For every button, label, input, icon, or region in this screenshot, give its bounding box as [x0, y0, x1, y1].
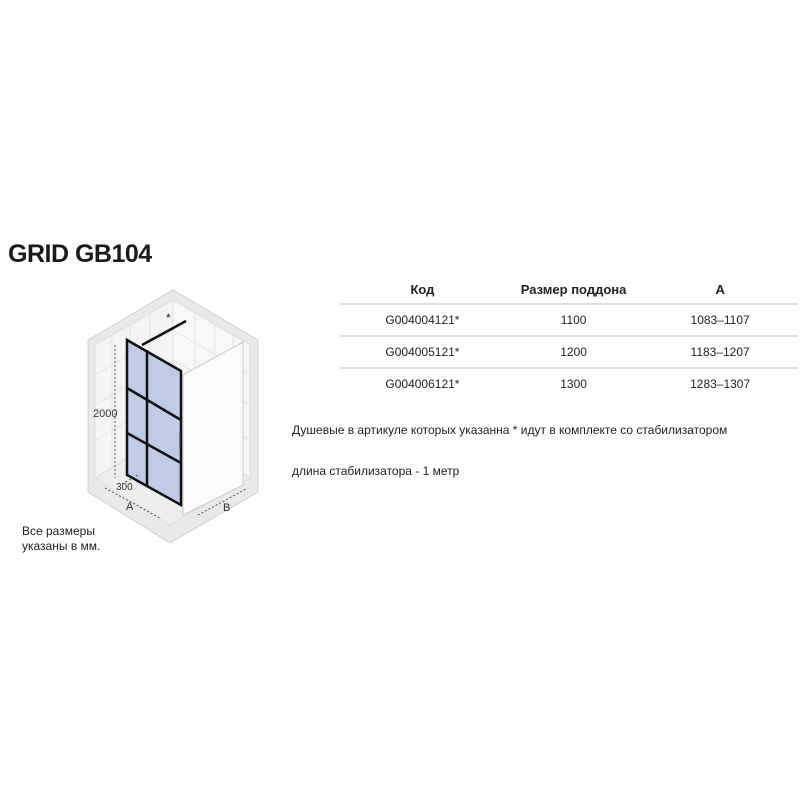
width-label: 300 [116, 482, 133, 493]
header-code: Код [340, 276, 505, 305]
dimensions-note-line: указаны в мм. [22, 539, 101, 553]
table-row: G004005121* 1200 1183–1207 [340, 336, 798, 369]
sizes-table: Код Размер поддона A G004004121* 1100 10… [340, 276, 798, 399]
grid-frame [125, 319, 187, 508]
label-b: B [223, 502, 230, 514]
cell-tray-size: 1100 [504, 304, 643, 337]
stabilizer-length-note: длина стабилизатора - 1 метр [292, 464, 460, 478]
table-header-row: Код Размер поддона A [340, 276, 798, 305]
cell-code: G004005121* [340, 336, 505, 369]
cell-code: G004006121* [385, 377, 460, 391]
cell-a: 1283–1307 [690, 377, 751, 391]
product-title: GRID GB104 [8, 240, 152, 268]
cell-tray-size: 1200 [504, 336, 643, 369]
side-panel [182, 341, 244, 516]
glass-panel [127, 340, 181, 505]
height-label: 2000 [93, 408, 117, 420]
dimensions-note: Все размеры указаны в мм. [22, 524, 100, 554]
cell-a: 1083–1107 [642, 304, 798, 337]
header-tray-size: Размер поддона [504, 276, 643, 305]
dimension-lines [104, 345, 247, 519]
cell-tray-size: 1300 [560, 377, 587, 391]
table-row: G004004121* 1100 1083–1107 [340, 304, 798, 337]
table-row: G004006121* 1300 1283–1307 [340, 368, 798, 399]
stabilizer-star: * [166, 311, 171, 325]
stabilizer-bar [141, 319, 187, 347]
stabilizer-note: Душевые в артикуле которых указанна * ид… [292, 423, 728, 437]
label-a: A [126, 501, 134, 513]
dimensions-note-line: Все размеры [22, 524, 95, 538]
cell-code: G004004121* [340, 304, 505, 337]
header-a: A [642, 276, 798, 305]
cell-a: 1183–1207 [642, 336, 798, 369]
